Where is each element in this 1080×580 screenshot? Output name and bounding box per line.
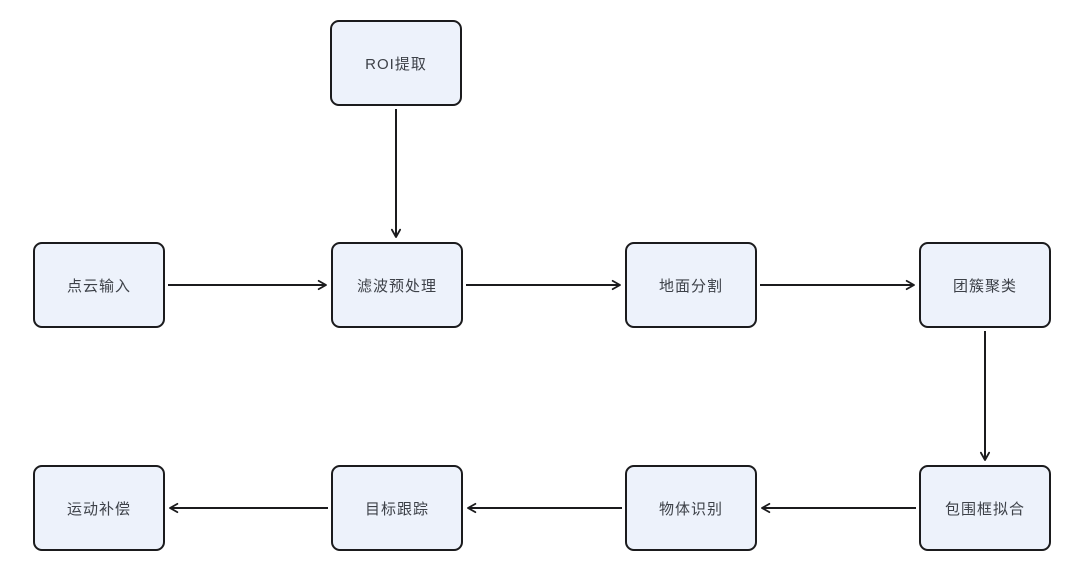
- flow-node-filter-preprocess: 滤波预处理: [331, 242, 463, 328]
- flow-node-motion-compensation-label: 运动补偿: [66, 500, 131, 518]
- flow-node-cluster-label: 团簇聚类: [952, 277, 1017, 295]
- flow-node-ground-segmentation: 地面分割: [625, 242, 757, 328]
- flow-node-roi-label: ROI提取: [365, 55, 427, 73]
- flow-node-ground-segmentation-label: 地面分割: [658, 277, 723, 295]
- flow-node-roi: ROI提取: [330, 20, 462, 106]
- flow-node-cluster: 团簇聚类: [919, 242, 1051, 328]
- flow-node-point-cloud-input-label: 点云输入: [66, 277, 131, 295]
- flow-node-filter-preprocess-label: 滤波预处理: [356, 277, 437, 295]
- flow-node-target-tracking: 目标跟踪: [331, 465, 463, 551]
- flow-node-bbox-fitting: 包围框拟合: [919, 465, 1051, 551]
- flow-node-target-tracking-label: 目标跟踪: [364, 500, 429, 518]
- flow-node-motion-compensation: 运动补偿: [33, 465, 165, 551]
- flow-node-object-recognition: 物体识别: [625, 465, 757, 551]
- flow-node-point-cloud-input: 点云输入: [33, 242, 165, 328]
- flow-node-object-recognition-label: 物体识别: [658, 500, 723, 518]
- flow-node-bbox-fitting-label: 包围框拟合: [944, 500, 1025, 518]
